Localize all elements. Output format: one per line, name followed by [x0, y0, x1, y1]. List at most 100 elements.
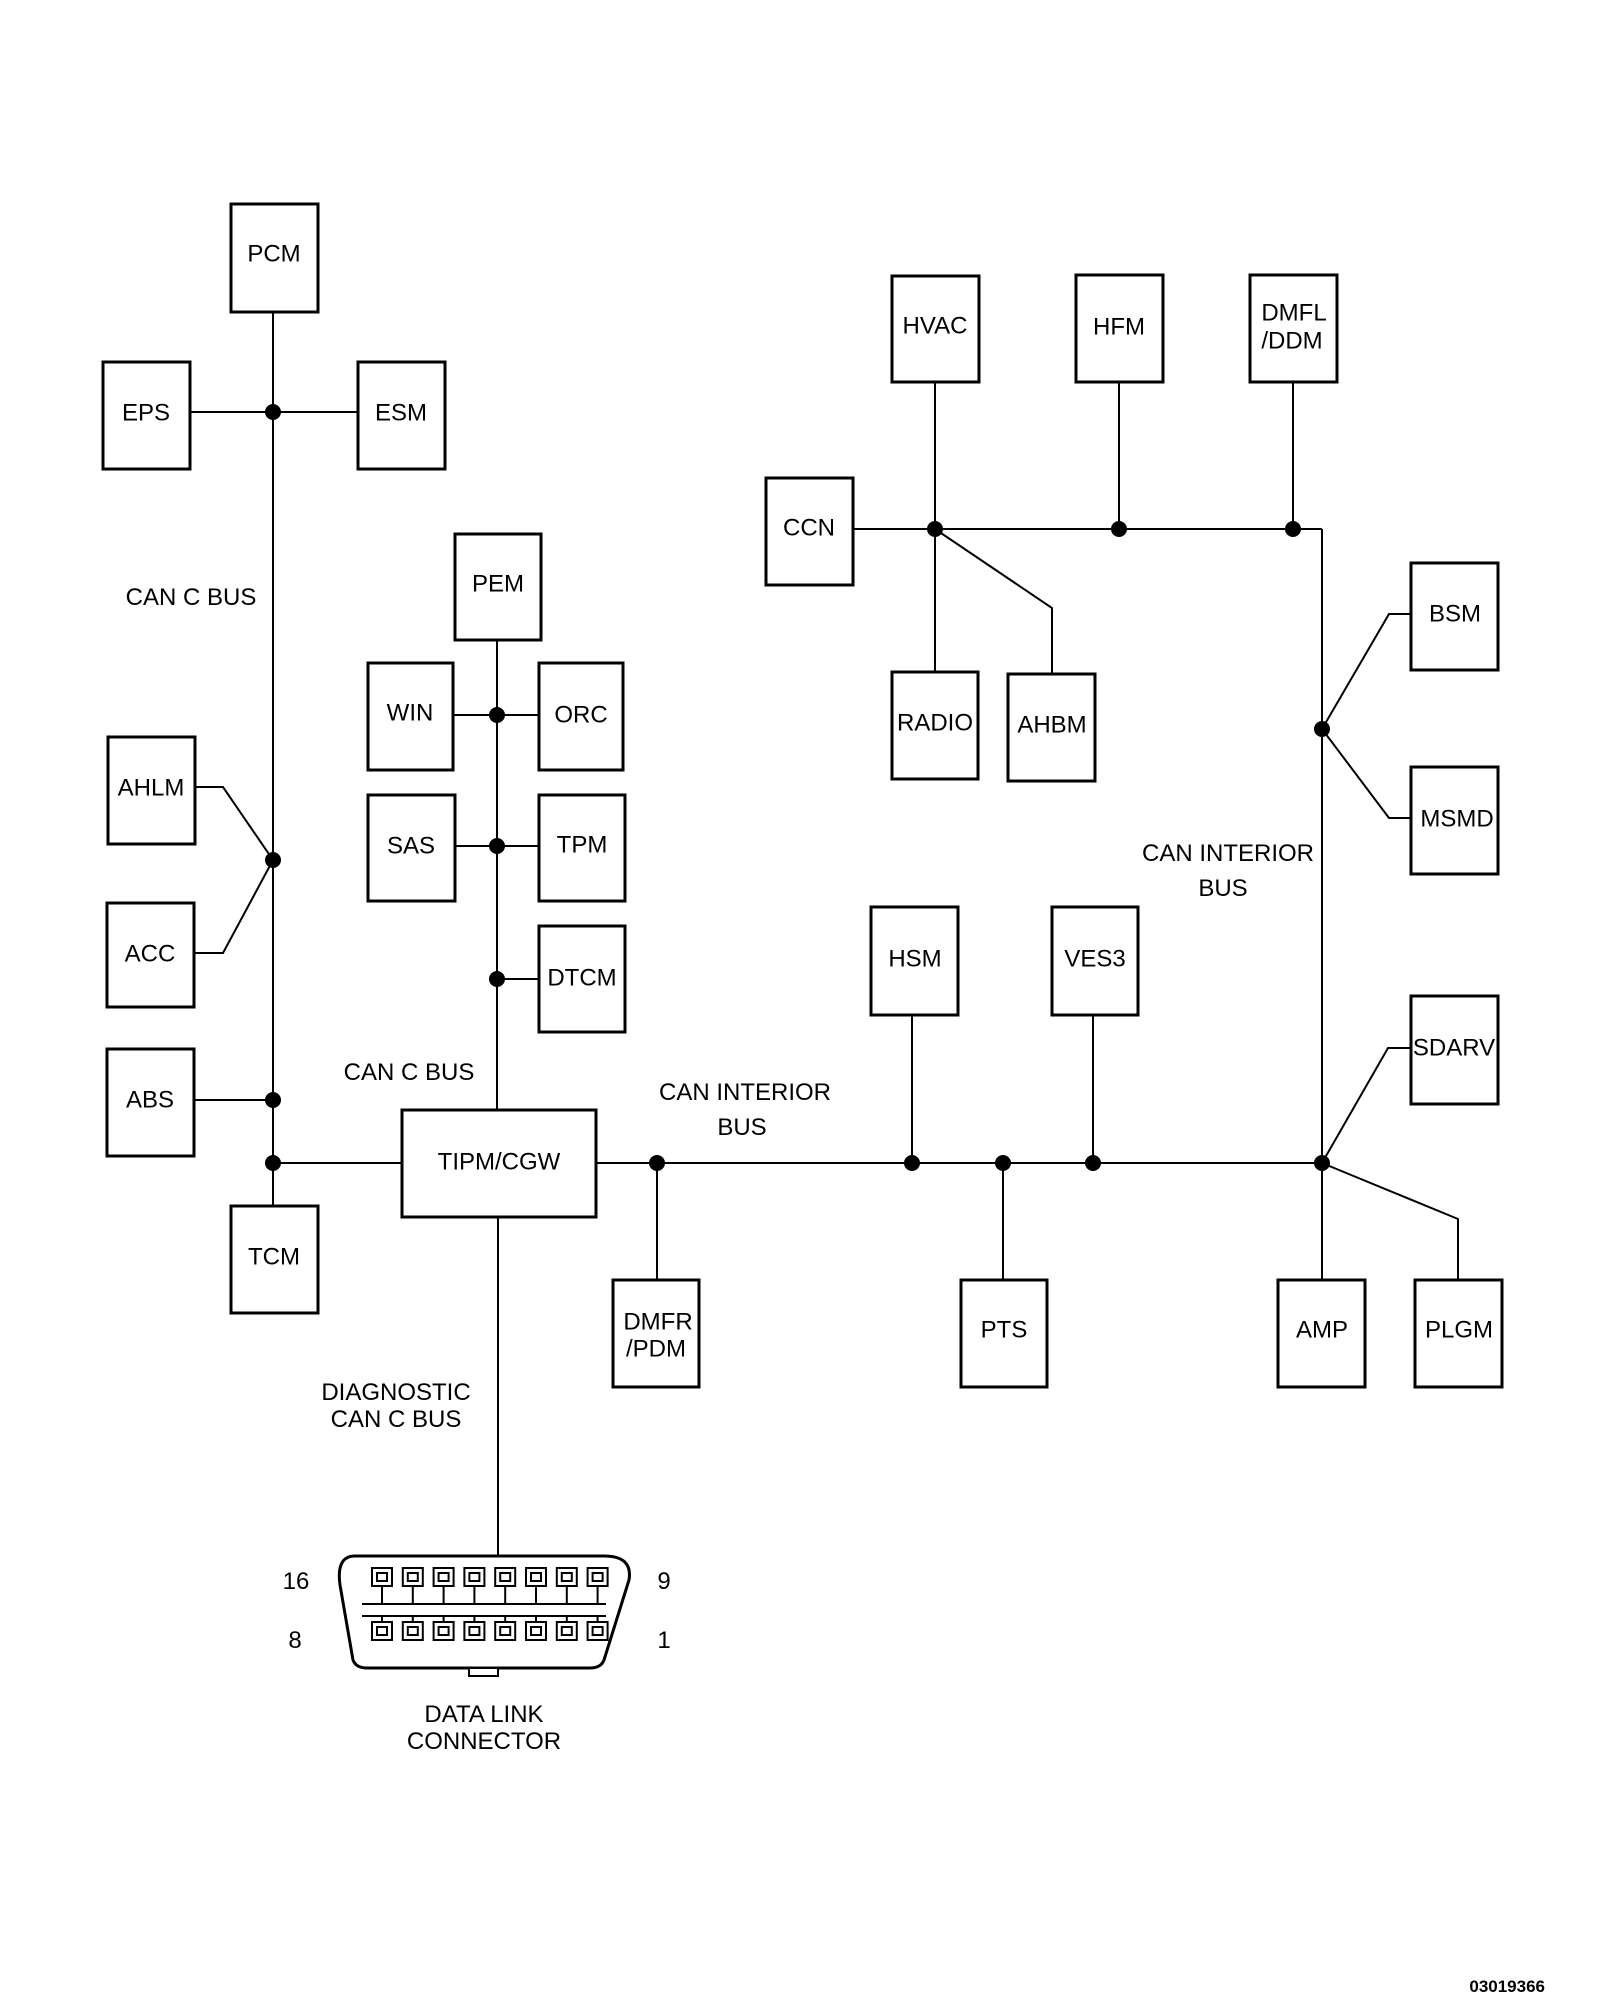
pin-number-16: 16	[283, 1568, 310, 1595]
module-label: PTS	[981, 1316, 1028, 1343]
module-label: TPM	[557, 831, 608, 858]
can-interior-bus-label-center-line1: CAN INTERIOR	[659, 1079, 831, 1106]
module-tcm: TCM	[229, 1204, 320, 1315]
splice-points	[265, 404, 1330, 1171]
splice-dot	[265, 852, 281, 868]
connector-pin	[432, 1616, 455, 1641]
connector-pin	[586, 1616, 609, 1641]
module-orc: ORC	[537, 661, 625, 772]
module-hsm: HSM	[869, 905, 960, 1017]
splice-dot	[1314, 721, 1330, 737]
can-interior-bus-label-right-line2: BUS	[1198, 875, 1247, 902]
pin-number-9: 9	[657, 1568, 670, 1595]
splice-dot	[489, 707, 505, 723]
module-label: AMP	[1296, 1316, 1348, 1343]
pin-number-1: 1	[657, 1627, 670, 1654]
module-tipm-cgw: TIPM/CGW	[400, 1108, 598, 1219]
splice-dot	[489, 971, 505, 987]
module-pcm: PCM	[229, 202, 320, 314]
module-label: CCN	[783, 514, 835, 541]
module-ccn: CCN	[764, 476, 855, 587]
module-label: ORC	[554, 701, 607, 728]
module-label: RADIO	[897, 709, 973, 736]
module-msmd: MSMD	[1409, 765, 1500, 876]
module-label: MSMD	[1420, 805, 1493, 832]
module-label: BSM	[1429, 600, 1481, 627]
connector-pin	[401, 1567, 424, 1604]
module-acc: ACC	[105, 901, 196, 1009]
module-sas: SAS	[366, 793, 457, 903]
module-radio: RADIO	[890, 670, 980, 781]
pin-number-8: 8	[288, 1627, 301, 1654]
module-pem: PEM	[453, 532, 543, 642]
data-link-connector	[337, 1554, 631, 1677]
pin-row-bottom	[371, 1616, 609, 1641]
splice-dot	[1285, 521, 1301, 537]
module-label: AHBM	[1017, 711, 1086, 738]
connector-pin	[555, 1567, 578, 1604]
splice-dot	[904, 1155, 920, 1171]
connector-pin	[494, 1567, 517, 1604]
module-label: DTCM	[547, 964, 616, 991]
module-pts: PTS	[959, 1278, 1049, 1389]
diagnostic-bus-label-line1: DIAGNOSTIC	[321, 1379, 470, 1406]
splice-dot	[265, 1155, 281, 1171]
module-abs: ABS	[105, 1047, 196, 1158]
module-plgm: PLGM	[1413, 1278, 1504, 1389]
module-label: ESM	[375, 399, 427, 426]
can-c-bus-label-center: CAN C BUS	[344, 1059, 475, 1086]
splice-dot	[1111, 521, 1127, 537]
splice-dot	[265, 404, 281, 420]
splice-dot	[265, 1092, 281, 1108]
module-dtcm: DTCM	[537, 924, 627, 1034]
module-label: TCM	[248, 1243, 300, 1270]
splice-dot	[489, 838, 505, 854]
connector-pin	[586, 1567, 609, 1604]
module-label-line2: /PDM	[626, 1335, 686, 1362]
module-label: HSM	[888, 945, 941, 972]
module-label-line1: DMFL	[1261, 299, 1326, 326]
splice-dot	[649, 1155, 665, 1171]
connector-pin	[371, 1567, 393, 1604]
module-label: PEM	[472, 570, 524, 597]
module-ves3: VES3	[1050, 905, 1140, 1017]
pin-row-top	[371, 1567, 609, 1604]
splice-dot	[995, 1155, 1011, 1171]
module-label: ACC	[125, 940, 176, 967]
splice-dot	[1314, 1155, 1330, 1171]
module-tpm: TPM	[537, 793, 627, 903]
data-link-connector-label-line2: CONNECTOR	[407, 1728, 561, 1755]
module-label: EPS	[122, 399, 170, 426]
connector-pin	[555, 1616, 578, 1641]
connector-pin	[525, 1567, 547, 1604]
module-esm: ESM	[356, 360, 447, 471]
module-bsm: BSM	[1409, 561, 1500, 672]
splice-dot	[1085, 1155, 1101, 1171]
module-label: VES3	[1064, 945, 1125, 972]
connector-pin	[525, 1616, 547, 1641]
diagnostic-bus-label-line2: CAN C BUS	[331, 1406, 462, 1433]
connector-pin	[463, 1567, 486, 1604]
module-label: SAS	[387, 832, 435, 859]
module-dmfr-pdm: DMFR /PDM	[611, 1278, 701, 1389]
connector-pin	[494, 1616, 517, 1641]
can-interior-bus-label-center-line2: BUS	[717, 1114, 766, 1141]
module-label: AHLM	[118, 774, 185, 801]
module-label-line1: DMFR	[623, 1308, 692, 1335]
module-win: WIN	[366, 661, 455, 772]
module-label: HFM	[1093, 313, 1145, 340]
module-dmfl-ddm: DMFL /DDM	[1248, 273, 1339, 384]
connector-pin	[463, 1616, 486, 1641]
splice-dot	[927, 521, 943, 537]
connector-pin	[371, 1616, 393, 1641]
module-amp: AMP	[1276, 1278, 1367, 1389]
module-label: HVAC	[903, 312, 968, 339]
module-sdarv: SDARV	[1409, 994, 1500, 1106]
module-label-line2: /DDM	[1261, 327, 1322, 354]
module-ahbm: AHBM	[1006, 672, 1097, 783]
module-label: ABS	[126, 1086, 174, 1113]
can-c-bus-label-left: CAN C BUS	[126, 584, 257, 611]
can-interior-bus-label-right-line1: CAN INTERIOR	[1142, 840, 1314, 867]
connector-pin	[401, 1616, 424, 1641]
